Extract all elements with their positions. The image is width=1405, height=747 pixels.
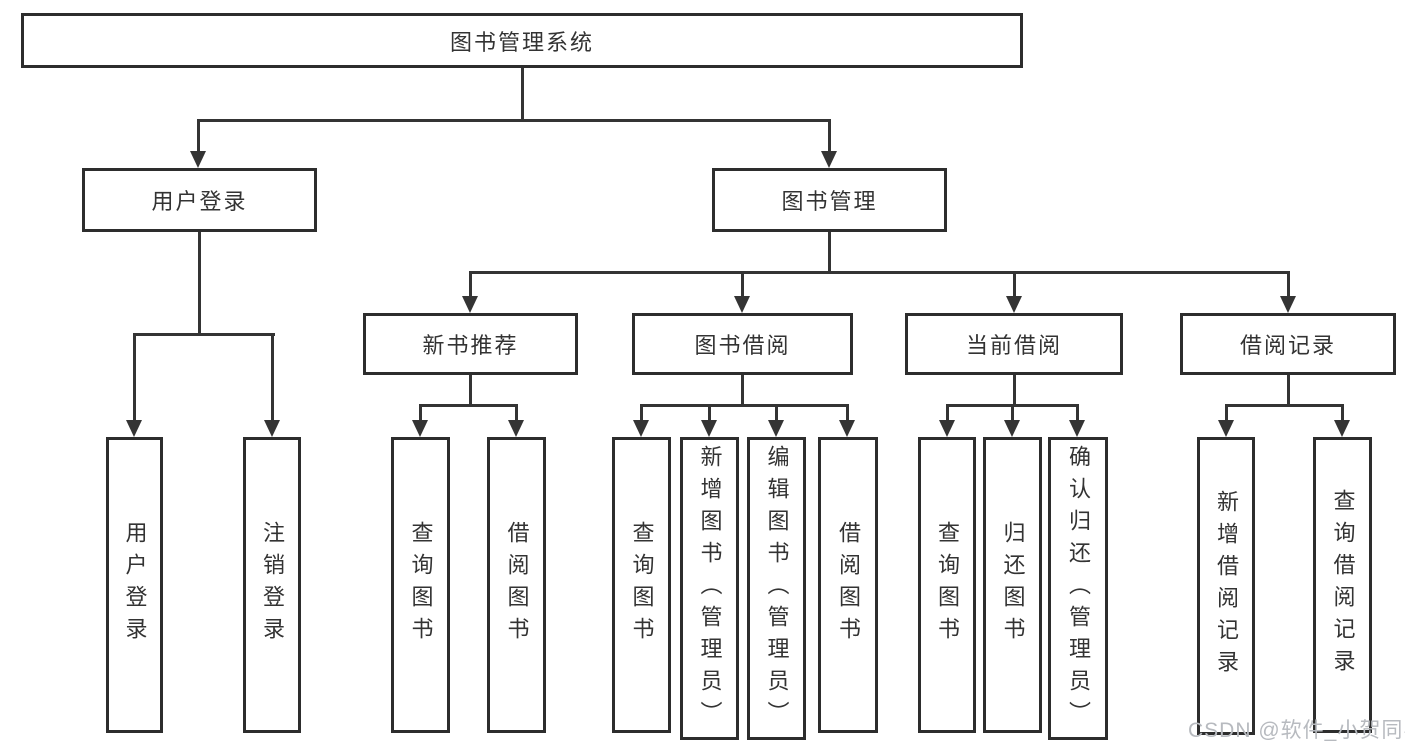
node-nb-query-books: 查询图书 xyxy=(391,437,450,733)
node-root: 图书管理系统 xyxy=(21,13,1023,68)
node-bb-edit-books: 编辑图书（管理员） xyxy=(747,437,806,740)
node-borrow-records: 借阅记录 xyxy=(1180,313,1396,375)
node-bb-add-books: 新增图书（管理员） xyxy=(680,437,739,740)
node-cb-return-books: 归还图书 xyxy=(983,437,1042,733)
connector-line xyxy=(741,271,744,299)
arrow-down-icon xyxy=(1334,420,1350,437)
node-cb-confirm-return-label: 确认归还（管理员） xyxy=(1066,444,1091,733)
csdn-watermark: CSDN @软件_小贺同学 xyxy=(1188,719,1405,742)
node-cb-query-books: 查询图书 xyxy=(918,437,976,733)
node-current-borrow: 当前借阅 xyxy=(905,313,1123,375)
arrow-down-icon xyxy=(701,420,717,437)
connector-line xyxy=(515,404,518,423)
node-book-mgmt: 图书管理 xyxy=(712,168,947,232)
arrow-down-icon xyxy=(1218,420,1234,437)
node-nb-query-books-label: 查询图书 xyxy=(408,521,434,649)
connector-line xyxy=(1225,404,1343,407)
arrow-down-icon xyxy=(734,296,750,313)
connector-line xyxy=(640,404,849,407)
node-br-add-record: 新增借阅记录 xyxy=(1197,437,1255,735)
node-cb-confirm-return: 确认归还（管理员） xyxy=(1048,437,1108,740)
node-logout-label: 注销登录 xyxy=(260,521,285,649)
connector-line xyxy=(1076,404,1079,423)
arrow-down-icon xyxy=(264,420,280,437)
connector-line xyxy=(828,119,831,156)
arrow-down-icon xyxy=(1069,420,1085,437)
connector-line xyxy=(775,404,778,423)
arrow-down-icon xyxy=(939,420,955,437)
node-current-borrow-label: 当前借阅 xyxy=(965,333,1062,358)
node-bb-edit-books-label: 编辑图书（管理员） xyxy=(764,444,790,733)
node-nb-borrow-books: 借阅图书 xyxy=(487,437,546,733)
arrow-down-icon xyxy=(1004,420,1020,437)
node-user-login: 用户登录 xyxy=(106,437,163,733)
connector-line xyxy=(1287,271,1290,299)
arrow-down-icon xyxy=(190,151,206,168)
connector-line xyxy=(419,404,518,407)
node-br-add-record-label: 新增借阅记录 xyxy=(1214,490,1239,682)
arrow-down-icon xyxy=(508,420,524,437)
node-user-login-group: 用户登录 xyxy=(82,168,317,232)
arrow-down-icon xyxy=(821,151,837,168)
connector-line xyxy=(1011,404,1014,423)
node-bb-add-books-label: 新增图书（管理员） xyxy=(697,444,723,733)
node-user-login-group-label: 用户登录 xyxy=(151,189,248,214)
node-cb-query-books-label: 查询图书 xyxy=(935,521,960,649)
connector-line xyxy=(469,271,1290,274)
arrow-down-icon xyxy=(1280,296,1296,313)
connector-line xyxy=(521,68,524,121)
node-logout: 注销登录 xyxy=(243,437,301,733)
connector-line xyxy=(197,119,831,122)
connector-line xyxy=(1013,271,1016,299)
connector-line xyxy=(640,404,643,423)
arrow-down-icon xyxy=(126,420,142,437)
connector-line xyxy=(1225,404,1228,423)
node-nb-borrow-books-label: 借阅图书 xyxy=(504,521,530,649)
connector-line xyxy=(197,119,200,156)
node-new-book-rec: 新书推荐 xyxy=(363,313,578,375)
node-root-label: 图书管理系统 xyxy=(449,29,594,55)
arrow-down-icon xyxy=(633,420,649,437)
connector-line xyxy=(133,333,275,336)
arrow-down-icon xyxy=(839,420,855,437)
node-br-query-record: 查询借阅记录 xyxy=(1313,437,1372,733)
connector-line xyxy=(828,232,831,274)
arrow-down-icon xyxy=(412,420,428,437)
node-bb-query-books: 查询图书 xyxy=(612,437,671,733)
node-new-book-rec-label: 新书推荐 xyxy=(422,333,519,358)
node-book-borrow: 图书借阅 xyxy=(632,313,853,375)
connector-line xyxy=(1287,375,1290,406)
node-bb-query-books-label: 查询图书 xyxy=(629,521,655,649)
connector-line xyxy=(419,404,422,423)
node-bb-borrow-books-label: 借阅图书 xyxy=(836,521,861,649)
node-book-mgmt-label: 图书管理 xyxy=(781,189,878,214)
node-br-query-record-label: 查询借阅记录 xyxy=(1330,489,1356,681)
connector-line xyxy=(846,404,849,423)
connector-line xyxy=(469,375,472,406)
node-borrow-records-label: 借阅记录 xyxy=(1239,333,1336,358)
arrow-down-icon xyxy=(462,296,478,313)
connector-line xyxy=(1341,404,1344,423)
connector-line xyxy=(946,404,949,423)
arrow-down-icon xyxy=(1006,296,1022,313)
node-user-login-label: 用户登录 xyxy=(122,521,148,649)
connector-line xyxy=(198,232,201,336)
connector-line xyxy=(469,271,472,299)
connector-line xyxy=(271,333,274,421)
connector-line xyxy=(741,375,744,406)
connector-line xyxy=(1013,375,1016,406)
node-book-borrow-label: 图书借阅 xyxy=(694,333,791,358)
node-cb-return-books-label: 归还图书 xyxy=(1000,521,1026,649)
node-bb-borrow-books: 借阅图书 xyxy=(818,437,878,733)
connector-line xyxy=(708,404,711,423)
arrow-down-icon xyxy=(768,420,784,437)
connector-line xyxy=(133,333,136,421)
